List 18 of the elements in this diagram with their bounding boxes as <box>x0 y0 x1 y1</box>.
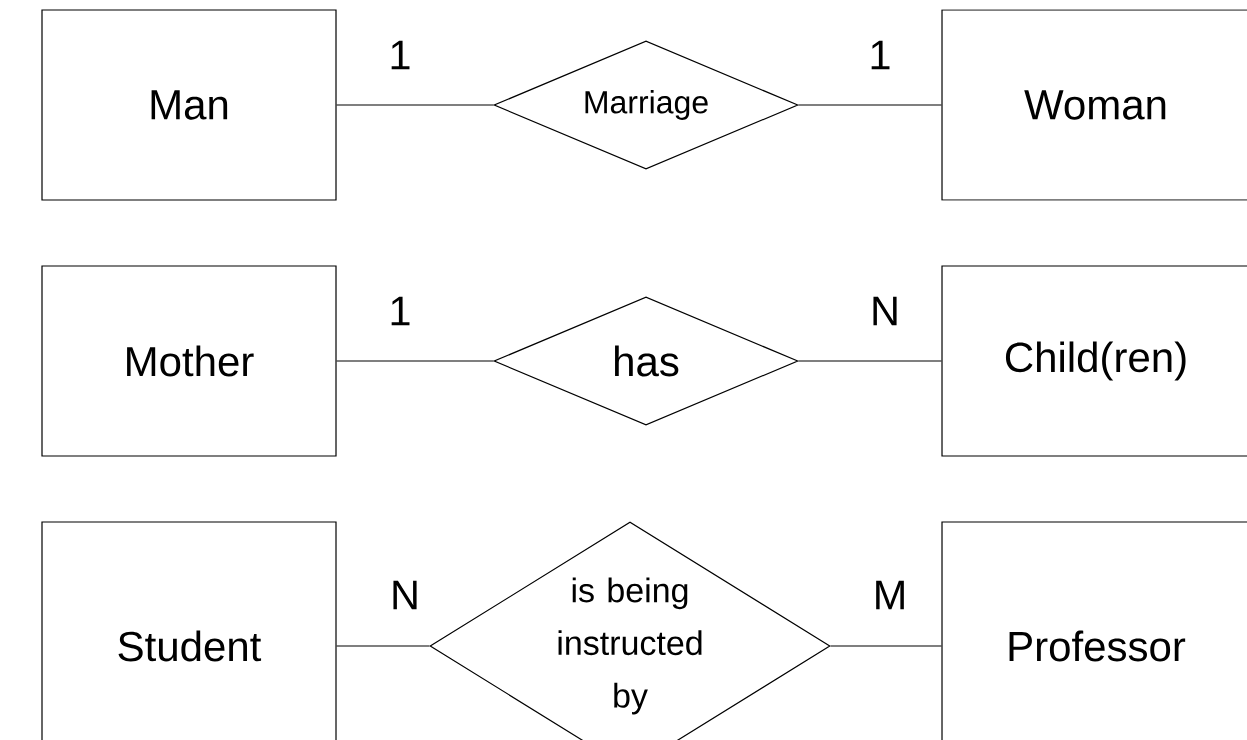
cardinality-label: N <box>393 580 417 610</box>
entity-box: Mother <box>41 265 337 457</box>
entity-box: Child(ren) <box>941 265 1247 457</box>
entity-box: Woman <box>941 9 1247 201</box>
entity-box: Student <box>41 521 337 740</box>
connector-line <box>336 104 494 106</box>
cardinality-label: 1 <box>391 296 410 326</box>
connector-line <box>830 645 942 647</box>
entity-box: Professor <box>941 521 1247 740</box>
cardinality-label: M <box>876 580 904 610</box>
connector-line <box>336 360 494 362</box>
cardinality-label: 1 <box>871 40 890 70</box>
entity-box: Man <box>41 9 337 201</box>
connector-line <box>798 360 942 362</box>
cardinality-label: 1 <box>391 40 410 70</box>
connector-line <box>336 645 430 647</box>
connector-line <box>798 104 942 106</box>
cardinality-label: N <box>873 296 897 326</box>
